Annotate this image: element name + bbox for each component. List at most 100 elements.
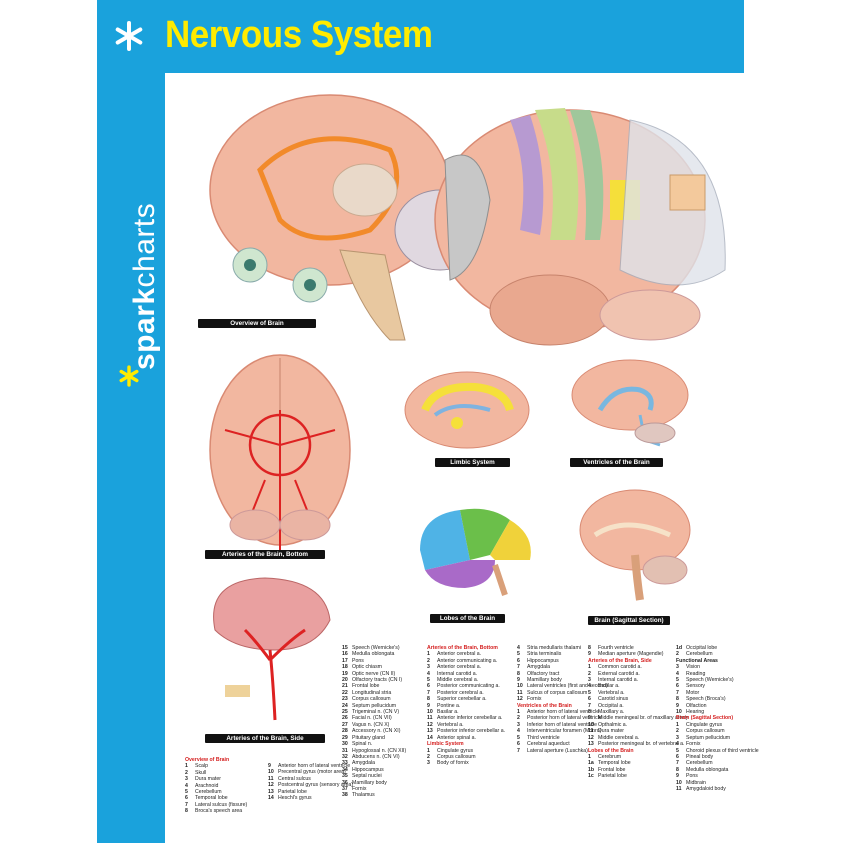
- legend-item-number: 35: [342, 773, 348, 780]
- legend-item-number: 2: [185, 769, 188, 776]
- legend-item-number: 10: [588, 721, 594, 728]
- legend-item-text: Sensory: [686, 683, 706, 690]
- legend-item-text: Septum pellucidum: [352, 702, 397, 709]
- legend-item-number: 5: [588, 689, 591, 696]
- legend-item-text: Sulcus of corpus callosum: [527, 689, 588, 696]
- legend-item-text: Posterior cerebral a.: [437, 689, 484, 696]
- legend-item-text: Vision: [686, 664, 701, 671]
- legend-item-text: Fourth ventricle: [598, 645, 634, 651]
- brainstem: [339, 249, 406, 341]
- legend-item-text: Pons: [352, 657, 364, 664]
- legend-item-number: 10: [676, 779, 682, 786]
- caption-sagittal: Brain (Sagittal Section): [588, 616, 670, 625]
- page-title: Nervous System: [165, 14, 433, 56]
- legend-item-number: 22: [342, 689, 348, 696]
- legend-item-text: Precentral gyrus (motor area): [278, 769, 346, 776]
- legend-item-number: 19: [342, 670, 348, 677]
- legend-item-number: 13: [268, 788, 274, 795]
- legend-item-number: 3: [185, 776, 188, 783]
- legend-item-number: 14: [427, 734, 433, 741]
- legend-item-text: Olfactory tracts (CN I): [352, 677, 403, 684]
- legend-item-number: 14: [268, 795, 274, 802]
- legend-item-number: 3: [588, 677, 591, 684]
- arteries-side-illustration: [213, 577, 331, 721]
- legend-item-text: Frontal lobe: [598, 766, 626, 773]
- brand-logo: sparkcharts: [128, 120, 161, 380]
- legend-item-number: 5: [676, 677, 679, 684]
- legend-item-text: Mamillary body: [527, 677, 562, 684]
- legend-item-text: Stria medullaris thalami: [527, 645, 581, 651]
- corpus-callosum: [593, 522, 672, 538]
- legend-item: 2 Skull: [185, 770, 247, 776]
- legend-item-text: Superior cerebellar a.: [437, 696, 487, 703]
- legend-item-text: Skull: [195, 769, 207, 776]
- legend-item-number: 23: [342, 696, 348, 703]
- legend-item-number: 32: [342, 753, 348, 760]
- legend-item-number: 36: [342, 779, 348, 786]
- legend-item-number: 7: [185, 801, 188, 808]
- legend-item-number: 6: [427, 683, 430, 690]
- legend-item-number: 8: [185, 808, 188, 815]
- legend-item-text: Basilar a.: [598, 683, 620, 690]
- legend-item-text: Parietal lobe: [278, 788, 307, 795]
- legend-item-text: Inferior horn of lateral ventricle: [527, 721, 598, 728]
- legend-item-number: 6: [588, 696, 591, 703]
- legend-item-text: Cerebellum: [195, 789, 222, 796]
- legend-item-number: 9: [676, 773, 679, 780]
- legend-item-text: Spinal n.: [352, 741, 373, 748]
- legend-item-text: Abducens n. (CN VI): [352, 753, 400, 760]
- legend-item-text: Posterior meningeal br. of vertebral a.: [598, 741, 685, 748]
- legend-item-number: 29: [342, 734, 348, 741]
- caption-overview: Overview of Brain: [198, 319, 316, 328]
- legend-item-number: 8: [676, 766, 679, 773]
- legend-item-text: Corpus callosum: [686, 728, 725, 735]
- fornix-blue: [433, 404, 491, 417]
- legend-item-number: 7: [676, 689, 679, 696]
- legend-item-number: 13: [588, 741, 594, 748]
- legend-item-text: Corpus callosum: [437, 753, 476, 760]
- legend-item-number: 10: [268, 769, 274, 776]
- legend-item-number: 8: [676, 696, 679, 703]
- legend-item-text: Accessory n. (CN XI): [352, 728, 401, 735]
- legend-item-number: 21: [342, 683, 348, 690]
- limbic-illustration: [404, 371, 530, 449]
- legend-item: 13 Posterior meningeal br. of vertebral a…: [588, 741, 688, 747]
- legend-item-number: 33: [342, 760, 348, 767]
- legend-item-number: 30: [342, 741, 348, 748]
- legend-item-number: 7: [517, 664, 520, 671]
- legend-item-number: 18: [342, 664, 348, 671]
- legend-item-text: Heschl's gyrus: [278, 795, 312, 802]
- legend-item-number: 8: [427, 696, 430, 703]
- cerebellum-bottom-right: [279, 509, 331, 541]
